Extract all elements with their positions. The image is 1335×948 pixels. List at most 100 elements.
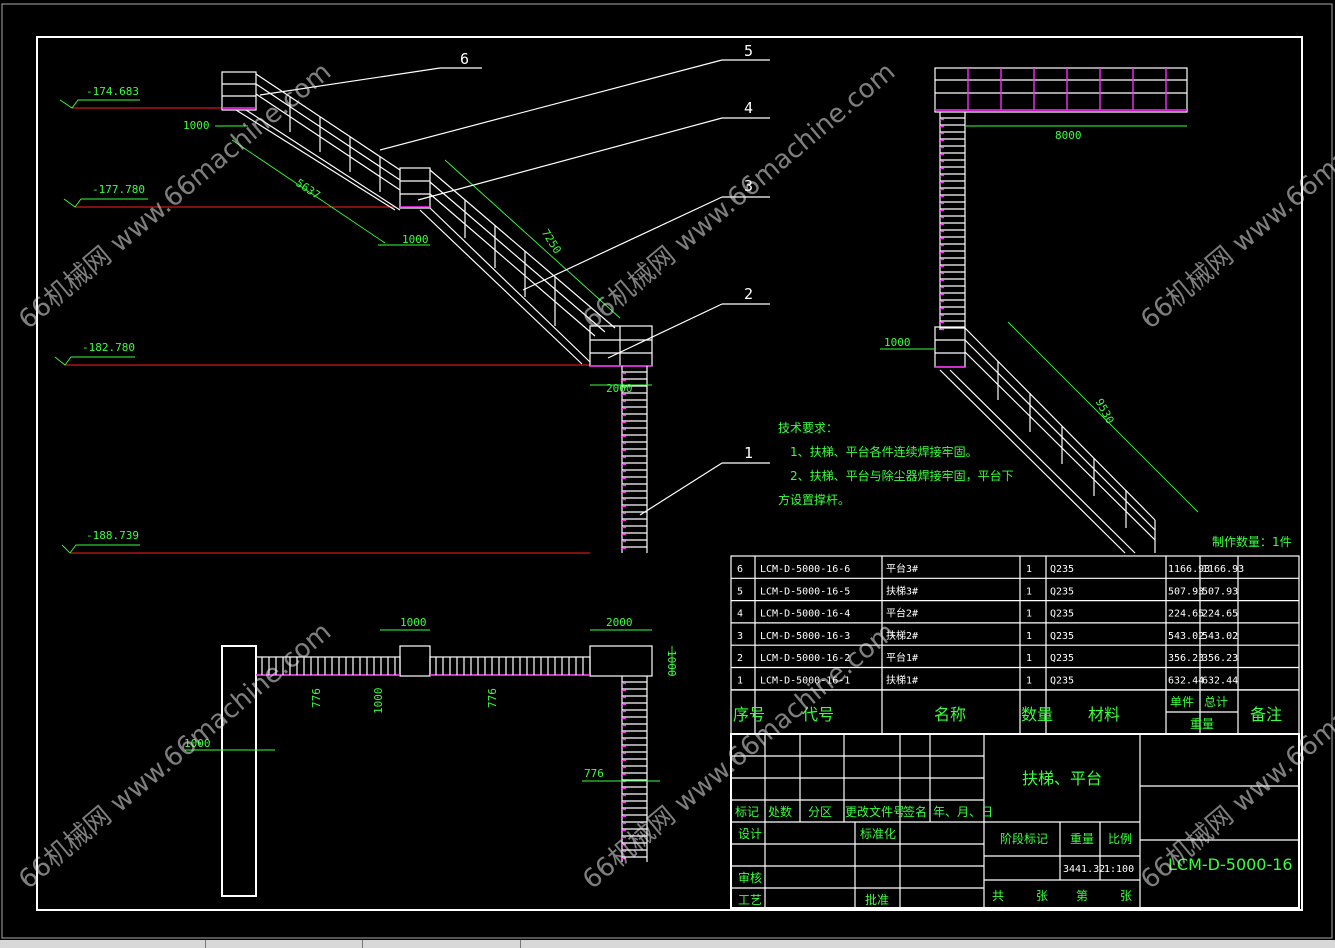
sheet-total-a: 共 xyxy=(992,889,1004,903)
bom-cell-qty: 1 xyxy=(1026,586,1032,597)
balloon-4: 4 xyxy=(744,99,753,117)
plan-dim-1000-left: 1000 xyxy=(184,737,211,750)
drawing-number: LCM-D-5000-16 xyxy=(1168,855,1293,874)
bom-cell-total: 543.02 xyxy=(1202,631,1238,642)
dim-1000-top: 1000 xyxy=(183,119,210,132)
scale-value: 1:100 xyxy=(1104,864,1134,875)
rev-label-date: 年、月、日 xyxy=(933,805,993,819)
dim-1000-mid: 1000 xyxy=(402,233,429,246)
bom-header-unit: 单件 xyxy=(1170,695,1194,709)
bom-cell-code: LCM-D-5000-16-1 xyxy=(760,676,850,687)
bom-cell-total: 1166.93 xyxy=(1202,564,1244,575)
ladder-rungs-iso xyxy=(622,371,647,550)
tech-notes-line-1: 1、扶梯、平台各件连续焊接牢固。 xyxy=(790,444,978,459)
side-platform-posts xyxy=(967,68,1167,110)
bom-cell-no: 5 xyxy=(737,586,743,597)
plan-dim-1000-top: 1000 xyxy=(400,616,427,629)
balloon-6: 6 xyxy=(460,50,469,68)
drawing-title: 扶梯、平台 xyxy=(1022,769,1102,788)
balloon-1: 1 xyxy=(744,444,753,462)
rev-label-zone: 分区 xyxy=(808,805,832,819)
plan-dim-776-a: 776 xyxy=(310,688,323,708)
bom-cell-unit: 543.02 xyxy=(1168,631,1204,642)
bom-cell-name: 扶梯3# xyxy=(886,584,918,597)
sheet-no-a: 第 xyxy=(1076,889,1088,903)
bom-cell-material: Q235 xyxy=(1050,564,1074,575)
bom-header-material: 材料 xyxy=(1088,705,1120,724)
bom-cell-code: LCM-D-5000-16-6 xyxy=(760,564,850,575)
status-tab-separator xyxy=(520,940,521,948)
bom-header-weight: 重量 xyxy=(1190,717,1214,731)
elevation-label-4: -188.739 xyxy=(86,529,139,542)
bom-cell-unit: 356.23 xyxy=(1168,653,1204,664)
bom-cell-material: Q235 xyxy=(1050,586,1074,597)
bom-cell-name: 平台3# xyxy=(886,562,918,575)
ladder-rungs-plan xyxy=(622,681,647,860)
bom-cell-name: 扶梯1# xyxy=(886,674,918,687)
bom-cell-material: Q235 xyxy=(1050,676,1074,687)
sheet-total-b: 张 xyxy=(1036,889,1048,903)
elevation-markers: -174.683 -177.780 -182.780 -188.739 xyxy=(54,85,590,554)
bom-cell-total: 356.23 xyxy=(1202,653,1238,664)
elevation-label-1: -174.683 xyxy=(86,85,139,98)
bom-cell-material: Q235 xyxy=(1050,653,1074,664)
label-approve: 批准 xyxy=(865,892,889,907)
label-weight: 重量 xyxy=(1070,832,1094,846)
balloon-3: 3 xyxy=(744,177,753,195)
bom-header-no: 序号 xyxy=(733,705,765,724)
bom-header-name: 名称 xyxy=(934,705,966,724)
title-block: 扶梯、平台 LCM-D-5000-16 标记 处数 分区 更改文件号 签名 年、… xyxy=(730,733,1300,909)
bom-cell-unit: 507.93 xyxy=(1168,586,1204,597)
plan-dim-776-c: 776 xyxy=(584,767,604,780)
side-view: 8000 1000 9530 xyxy=(880,67,1199,554)
status-tab-separator xyxy=(362,940,363,948)
dim-2000: 2000 xyxy=(606,382,633,395)
drawing-frame xyxy=(36,36,1303,911)
bom-cell-no: 4 xyxy=(737,609,743,620)
bom-header-total: 总计 xyxy=(1204,695,1228,709)
weight-value: 3441.32 xyxy=(1063,864,1105,875)
status-bar xyxy=(0,940,1335,948)
rev-label-count: 处数 xyxy=(768,804,792,819)
quantity-note: 制作数量：1件 xyxy=(1212,534,1292,549)
sheet-outer-border xyxy=(1,3,1333,939)
bom-cell-qty: 1 xyxy=(1026,609,1032,620)
bom-cell-no: 3 xyxy=(737,631,743,642)
bom-cell-qty: 1 xyxy=(1026,631,1032,642)
bom-cell-qty: 1 xyxy=(1026,676,1032,687)
dim-8000: 8000 xyxy=(1055,129,1082,142)
plan-dim-1000-right: 1000 xyxy=(665,650,678,677)
plan-dim-2000: 2000 xyxy=(606,616,633,629)
tech-notes-line-3: 方设置撑杆。 xyxy=(778,492,850,507)
dim-side-1000: 1000 xyxy=(884,336,911,349)
plan-dim-776-b: 776 xyxy=(486,688,499,708)
elevation-label-3: -182.780 xyxy=(82,341,135,354)
bom-cell-unit: 1166.93 xyxy=(1168,564,1210,575)
bom-cell-no: 6 xyxy=(737,564,743,575)
rev-label-sign: 签名 xyxy=(903,804,927,819)
bom-cell-material: Q235 xyxy=(1050,631,1074,642)
bom-cell-code: LCM-D-5000-16-4 xyxy=(760,609,850,620)
bom-header-code: 代号 xyxy=(802,705,834,724)
bom-cell-code: LCM-D-5000-16-3 xyxy=(760,631,850,642)
label-review: 审核 xyxy=(738,870,762,885)
bom-cell-no: 1 xyxy=(737,676,743,687)
bom-cell-qty: 1 xyxy=(1026,564,1032,575)
technical-notes: 技术要求： 1、扶梯、平台各件连续焊接牢固。 2、扶梯、平台与除尘器焊接牢固，平… xyxy=(778,421,1014,507)
rev-label-doc: 更改文件号 xyxy=(845,804,905,819)
bom-cell-unit: 224.65 xyxy=(1168,609,1204,620)
bom-cell-code: LCM-D-5000-16-2 xyxy=(760,653,850,664)
bom-cell-name: 扶梯2# xyxy=(886,629,918,642)
status-tab-separator xyxy=(205,940,206,948)
bom-cell-total: 632.44 xyxy=(1202,676,1238,687)
sheet-no-b: 张 xyxy=(1120,889,1132,903)
bom-cell-name: 平台2# xyxy=(886,607,918,620)
label-design: 设计 xyxy=(738,827,762,841)
bom-header-remark: 备注 xyxy=(1250,705,1282,724)
part-balloons: 6 5 4 3 2 1 xyxy=(259,42,770,516)
elevation-label-2: -177.780 xyxy=(92,183,145,196)
plan-view: 1000 2000 1000 776 1000 776 1000 776 xyxy=(184,616,678,897)
bom-cell-total: 224.65 xyxy=(1202,609,1238,620)
